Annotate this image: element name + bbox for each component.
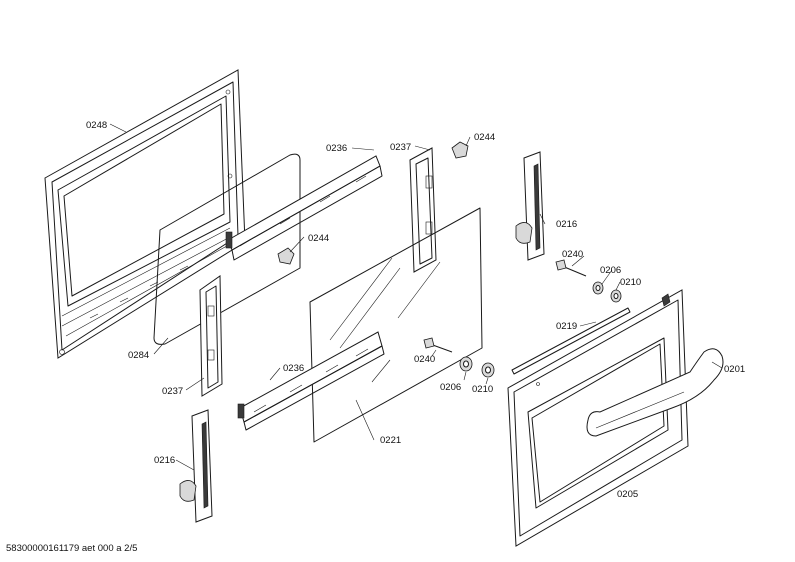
label-0236-upper: 0236 xyxy=(326,143,347,154)
part-0236-lower-rail xyxy=(237,331,385,431)
label-0240-middle: 0240 xyxy=(414,354,435,365)
label-0206-right: 0206 xyxy=(600,265,621,276)
part-0237-upper-bracket xyxy=(409,147,437,273)
part-0284-heat-shield-glass xyxy=(153,153,301,345)
label-0237-upper: 0237 xyxy=(390,142,411,153)
part-0240-screw-right xyxy=(555,259,587,277)
part-0221-inner-glass xyxy=(309,207,483,443)
part-0201-door-handle xyxy=(586,348,724,437)
label-0244-top: 0244 xyxy=(474,132,495,143)
part-0210-nut-middle xyxy=(481,362,495,378)
part-0244-clip-top xyxy=(451,141,469,159)
part-0210-nut-right xyxy=(610,289,622,303)
part-0206-washer-middle xyxy=(459,356,473,372)
label-0284: 0284 xyxy=(128,350,149,361)
label-0244-left: 0244 xyxy=(308,233,329,244)
label-0201: 0201 xyxy=(724,364,745,375)
part-0240-screw-middle xyxy=(423,337,453,353)
label-0221: 0221 xyxy=(380,435,401,446)
part-0236-upper-rail xyxy=(225,155,383,261)
part-0216-hinge-right xyxy=(515,151,545,261)
callout-labels: 0248 0236 0237 0244 0216 0244 0240 0206 … xyxy=(86,120,745,500)
label-0210-middle: 0210 xyxy=(472,384,493,395)
document-reference: 58300000161179 aet 000 a 2/5 xyxy=(6,543,138,554)
label-0248: 0248 xyxy=(86,120,107,131)
part-0219-seal-strip xyxy=(511,307,631,375)
label-0219: 0219 xyxy=(556,321,577,332)
label-0205: 0205 xyxy=(617,489,638,500)
label-0210-right: 0210 xyxy=(620,277,641,288)
label-0236-lower: 0236 xyxy=(283,363,304,374)
label-0216-right: 0216 xyxy=(556,219,577,230)
label-0237-lower: 0237 xyxy=(162,386,183,397)
part-0216-hinge-left xyxy=(179,409,213,523)
part-0248-inner-door-frame xyxy=(44,69,246,359)
label-0216-left: 0216 xyxy=(154,455,175,466)
leader-lines xyxy=(109,123,723,471)
label-0206-middle: 0206 xyxy=(440,382,461,393)
part-0237-left-bracket xyxy=(199,275,223,397)
part-0206-washer-right xyxy=(592,281,604,295)
label-0240-right: 0240 xyxy=(562,249,583,260)
